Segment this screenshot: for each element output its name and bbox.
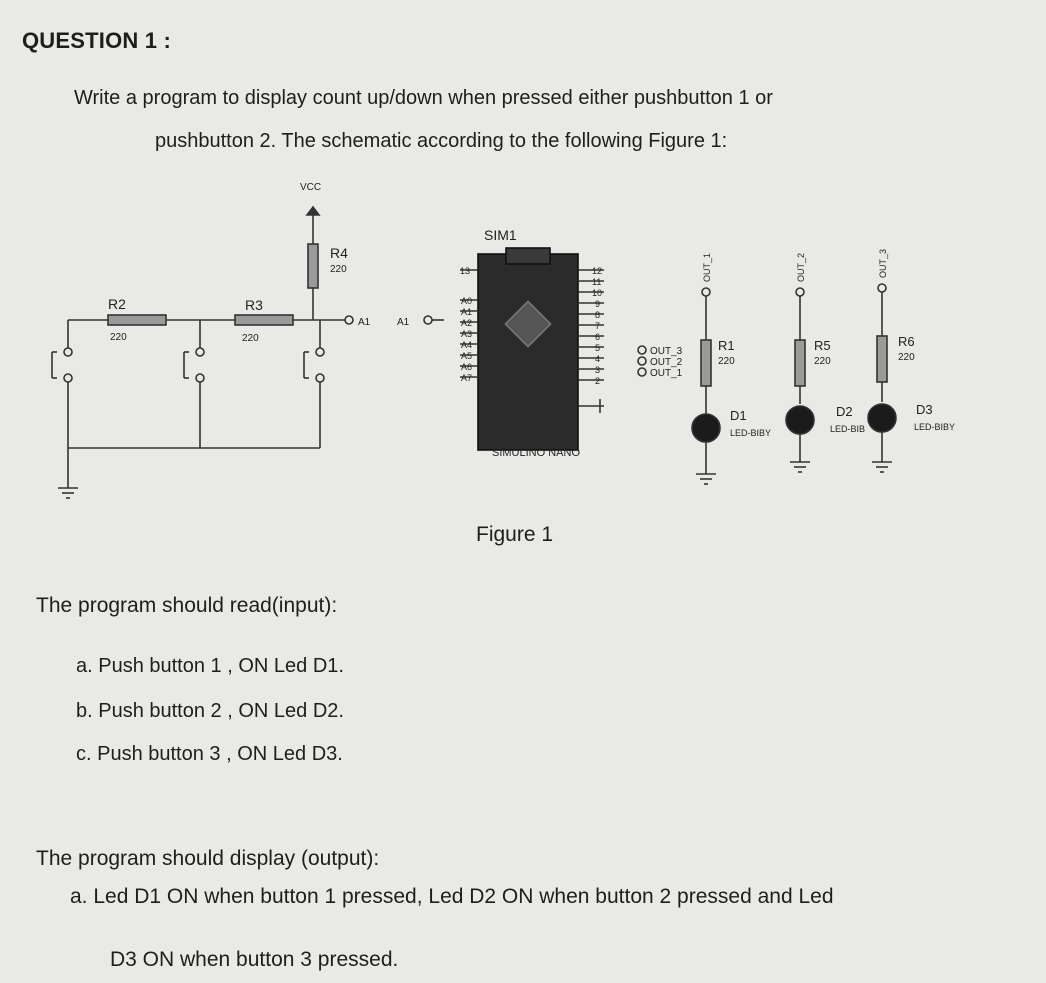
input-item-b: b. Push button 2 , ON Led D2.	[76, 700, 344, 722]
mcu-pin-label: 9	[595, 299, 600, 309]
mcu-pin-label: 4	[595, 354, 600, 364]
d3-led	[867, 403, 897, 433]
output-item-a-line-2: D3 ON when button 3 pressed.	[110, 948, 399, 971]
d2-led	[785, 405, 815, 435]
d1-label: D1	[730, 408, 747, 423]
r4-label: R4	[330, 245, 348, 261]
r1-value: 220	[718, 356, 735, 367]
mcu-pin-label: 11	[592, 277, 601, 287]
a1-right-label: A1	[397, 317, 410, 328]
r1-resistor	[700, 339, 712, 387]
out-3-terminal	[637, 345, 647, 355]
a1-terminal-left	[344, 315, 354, 325]
mcu-pin-label: 3	[595, 365, 600, 375]
mcu-pin-label: A6	[461, 362, 472, 372]
out-1-top-label: OUT_1	[702, 253, 712, 282]
mcu-pin-label: 6	[595, 332, 600, 342]
input-heading: The program should read(input):	[36, 594, 338, 617]
mcu-pin-label: 8	[595, 310, 600, 320]
r2-value: 220	[110, 332, 127, 343]
r2-label: R2	[108, 296, 126, 312]
mcu-pin-13: 13	[460, 266, 470, 276]
r2-resistor	[107, 314, 167, 326]
mcu-pin-label: 5	[595, 343, 600, 353]
r6-resistor	[876, 335, 888, 383]
mcu-pin-label: 7	[595, 321, 600, 331]
r3-label: R3	[245, 297, 263, 313]
d3-label: D3	[916, 402, 933, 417]
mcu-pin-label: A3	[461, 329, 472, 339]
r5-resistor	[794, 339, 806, 387]
mcu-pin-label: 2	[595, 376, 600, 386]
output-item-a-line-1: a. Led D1 ON when button 1 pressed, Led …	[70, 885, 834, 908]
output-heading: The program should display (output):	[36, 847, 380, 870]
input-item-c: c. Push button 3 , ON Led D3.	[76, 743, 343, 765]
pushbutton-3	[303, 347, 325, 383]
a1-terminal-right	[423, 315, 433, 325]
question-title: QUESTION 1 :	[22, 28, 172, 53]
out-1-label: OUT_1	[650, 368, 683, 379]
mcu-pin-label: A5	[461, 351, 472, 361]
vcc-label: VCC	[300, 182, 321, 193]
mcu-pin-label: A7	[461, 373, 472, 383]
pushbutton-2	[183, 347, 205, 383]
d2-type: LED-BIB	[830, 424, 865, 434]
question-intro-line-1: Write a program to display count up/down…	[74, 87, 773, 109]
mcu-pin-label: A2	[461, 318, 472, 328]
mcu-pin-label: A1	[461, 307, 472, 317]
r3-resistor	[234, 314, 294, 326]
simulino-nano-board	[477, 253, 579, 451]
r3-value: 220	[242, 333, 259, 344]
out-1-terminal	[637, 367, 647, 377]
mcu-pin-label: 10	[592, 288, 602, 298]
d1-type: LED-BIBY	[730, 428, 771, 438]
mcu-pin-label: 12	[592, 266, 602, 276]
vcc-arrow-icon	[305, 205, 321, 216]
r5-value: 220	[814, 356, 831, 367]
out-2-terminal	[637, 356, 647, 366]
pushbutton-1	[51, 347, 73, 383]
out-2-top-label: OUT_2	[796, 253, 806, 282]
mcu-name: SIM1	[484, 227, 517, 243]
out-3-label: OUT_3	[650, 346, 683, 357]
mcu-pin-label: A4	[461, 340, 472, 350]
input-item-a: a. Push button 1 , ON Led D1.	[76, 655, 344, 677]
question-intro-line-2: pushbutton 2. The schematic according to…	[155, 130, 728, 152]
d2-label: D2	[836, 404, 853, 419]
d3-type: LED-BIBY	[914, 422, 955, 432]
d1-led	[691, 413, 721, 443]
r6-value: 220	[898, 352, 915, 363]
r4-resistor	[307, 243, 319, 289]
mcu-part: SIMULINO NANO	[492, 447, 580, 459]
out-3-top-label: OUT_3	[878, 249, 888, 278]
out-2-label: OUT_2	[650, 357, 683, 368]
r1-label: R1	[718, 338, 735, 353]
mcu-pin-label: A0	[461, 296, 472, 306]
r6-label: R6	[898, 334, 915, 349]
r4-value: 220	[330, 264, 347, 275]
figure-caption: Figure 1	[476, 523, 554, 546]
a1-left-label: A1	[358, 317, 371, 328]
circuit-schematic: VCC R4 220 R2 220 R3 220 A1 A1 SIM1 SIMU…	[51, 182, 955, 499]
r5-label: R5	[814, 338, 831, 353]
